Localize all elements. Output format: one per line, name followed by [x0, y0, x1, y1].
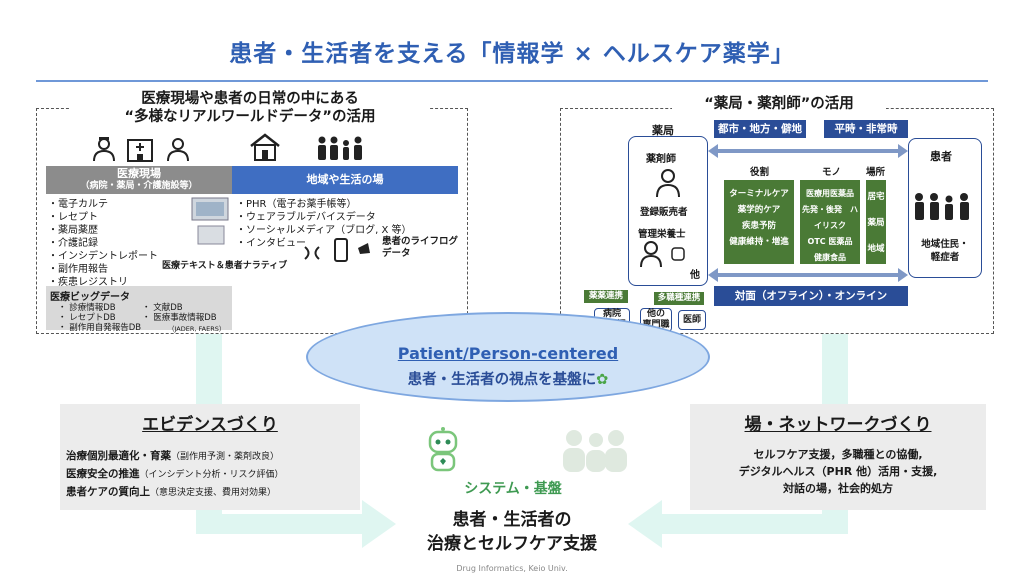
left-heading-line2: “多様なリアルワールドデータ”の活用: [124, 109, 376, 125]
outcome-line2: 治療とセルフケア支援: [427, 534, 597, 554]
list-item: ・ 副作用自発報告DB: [58, 323, 142, 333]
network-title: 場・ネットワークづくり: [744, 415, 932, 435]
pharmacy-patient-arrow-bottom: [708, 268, 908, 282]
chat-icon: [302, 244, 322, 262]
outcome-text: 患者・生活者の 治療とセルフケア支援: [370, 508, 654, 556]
region-tag: 都市・地方・僻地: [714, 120, 806, 138]
network-lines: セルフケア支援，多職種との協働, デジタルヘルス（PHR 他）活用・支援, 対話…: [690, 446, 986, 497]
robot-icon: [422, 426, 464, 472]
roles-box: ターミナルケア 薬学的ケア 疾患予防 健康維持・増進: [724, 180, 794, 264]
nurse-icon: [166, 136, 190, 162]
medical-site-subtitle: （病院・薬局・介護施設等）: [80, 181, 198, 191]
doctor-box: 医師: [678, 310, 706, 330]
list-item: ・疾患レジストリ: [48, 277, 128, 288]
goods-box: 医療用医薬品 先発・後発 ハイリスク OTC 医薬品 健康食品: [800, 180, 860, 264]
evidence-title: エビデンスづくり: [142, 415, 278, 435]
hospital-icon: [124, 134, 156, 162]
right-horizontal-arrow: [660, 514, 848, 534]
family-icon: [316, 136, 366, 160]
list-item: ・ウェアラブルデバイスデータ: [236, 212, 376, 223]
list-item: ・ 診療情報DB: [58, 303, 116, 313]
evidence-line3-main: 患者ケアの質向上: [66, 486, 150, 498]
network-line1: セルフケア支援，多職種との協働,: [753, 448, 923, 461]
evidence-box: [60, 404, 360, 510]
dietitian-icon: [640, 240, 662, 268]
list-item: ・インタビュー: [236, 238, 306, 249]
list-item: ・介護記録: [48, 238, 98, 249]
list-item: ・薬局薬歴: [48, 225, 98, 236]
place-column-label: 場所: [866, 167, 886, 178]
patient-desc: 地域住民・ 軽症者: [921, 239, 969, 263]
medical-site-title: 医療現場: [117, 167, 161, 180]
pharmacy-label: 薬局: [652, 124, 674, 137]
doctor-icon: [92, 136, 116, 162]
list-item: ・ 医療事故情報DB: [142, 313, 217, 323]
evidence-lines: 治療個別最適化・育薬（副作用予測・薬剤改良） 医療安全の推進（インシデント分析・…: [66, 448, 366, 502]
evidence-line3-sub: （意思決定支援、費用対効果）: [150, 488, 277, 498]
list-item: ・PHR（電子お薬手帳等）: [236, 199, 357, 210]
registered-seller-label: 登録販売者: [640, 207, 688, 218]
patient-centered-title: Patient/Person-centered: [397, 344, 619, 363]
list-item: ・レセプト: [48, 212, 98, 223]
page-title: 患者・生活者を支える「情報学 × ヘルスケア薬学」: [229, 41, 795, 67]
pharmacy-patient-arrow-top: [708, 144, 908, 158]
pharmacy-collab-tag: 薬薬連携: [584, 290, 628, 303]
other-staff-label: 他: [690, 270, 700, 281]
role-column-label: 役割: [750, 167, 770, 178]
left-arrow-head: [362, 500, 396, 548]
list-item: ・ 文献DB: [142, 303, 183, 313]
evidence-line1-sub: （副作用予測・薬剤改良）: [171, 452, 280, 462]
goods-column-label: モノ: [822, 167, 842, 178]
patient-centered-ellipse: [306, 312, 710, 402]
list-item: ・副作用報告: [48, 264, 108, 275]
multidisciplinary-tag: 多職種連携: [654, 292, 704, 305]
patient-centered-subtitle: 患者・生活者の視点を基盤に✿: [306, 368, 710, 389]
medical-site-header: 医療現場 （病院・薬局・介護施設等）: [46, 166, 232, 194]
evidence-line1-main: 治療個別最適化・育薬: [66, 450, 171, 462]
places-box: 居宅 薬局 地域: [866, 180, 886, 264]
right-panel-heading: “薬局・薬剤師”の活用: [672, 96, 886, 112]
left-horizontal-arrow: [196, 514, 366, 534]
dietitian-label: 管理栄養士: [638, 229, 686, 240]
system-label: システム・基盤: [464, 481, 562, 497]
caregivers-icon: [560, 428, 630, 472]
medical-data-list: ・電子カルテ ・レセプト ・薬局薬歴 ・介護記録 ・インシデントレポート ・副作…: [48, 198, 188, 289]
network-line3: 対話の場，社会的処方: [783, 482, 893, 495]
list-item: ・インシデントレポート: [48, 251, 158, 262]
list-item: ・ソーシャルメディア（ブログ, X 等）: [236, 225, 412, 236]
left-panel-heading: 医療現場や患者の日常の中にある “多様なリアルワールドデータ”の活用: [70, 90, 430, 126]
evidence-line2-main: 医療安全の推進: [66, 468, 140, 480]
community-header: 地域や生活の場: [232, 166, 458, 194]
patient-label: 患者: [930, 150, 952, 163]
outcome-line1: 患者・生活者の: [452, 510, 572, 530]
network-line2: デジタルヘルス（PHR 他）活用・支援,: [738, 465, 938, 478]
megaphone-icon: [356, 240, 376, 258]
narrative-label: 医療テキスト＆患者ナラティブ: [162, 261, 288, 271]
bigdata-note: （JADER, FAERS）: [168, 325, 226, 333]
evidence-line2-sub: （インシデント分析・リスク評価）: [139, 470, 284, 480]
lifelog-label: 患者のライフログデータ: [382, 236, 459, 259]
list-item: ・電子カルテ: [48, 199, 108, 210]
computer-icon: [190, 196, 230, 248]
community-data-list: ・PHR（電子お薬手帳等） ・ウェアラブルデバイスデータ ・ソーシャルメディア（…: [236, 198, 460, 250]
bigdata-box: 医療ビッグデータ ・ 診療情報DB ・ 文献DB ・ レセプトDB ・ 医療事故…: [46, 286, 232, 333]
mode-bar: 対面（オフライン）・オンライン: [714, 286, 908, 306]
right-arrow-head: [628, 500, 662, 548]
bigdata-header: 医療ビッグデータ: [50, 292, 130, 303]
time-tag: 平時・非常時: [824, 120, 908, 138]
patients-group-icon: [912, 192, 978, 220]
patient-centered-subtitle-text: 患者・生活者の視点を基盤に: [407, 372, 597, 388]
pill-icon: [670, 246, 686, 262]
network-box: [690, 404, 986, 510]
sprout-icon: ✿: [596, 372, 609, 388]
pharmacist-label: 薬剤師: [646, 154, 676, 165]
footer-credit: Drug Informatics, Keio Univ.: [456, 564, 568, 573]
left-heading-line1: 医療現場や患者の日常の中にある: [141, 91, 359, 107]
smartphone-icon: [334, 238, 348, 262]
title-divider: [36, 80, 988, 82]
list-item: ・ レセプトDB: [58, 313, 116, 323]
pharmacist-icon: [656, 168, 680, 198]
house-icon: [248, 132, 282, 162]
